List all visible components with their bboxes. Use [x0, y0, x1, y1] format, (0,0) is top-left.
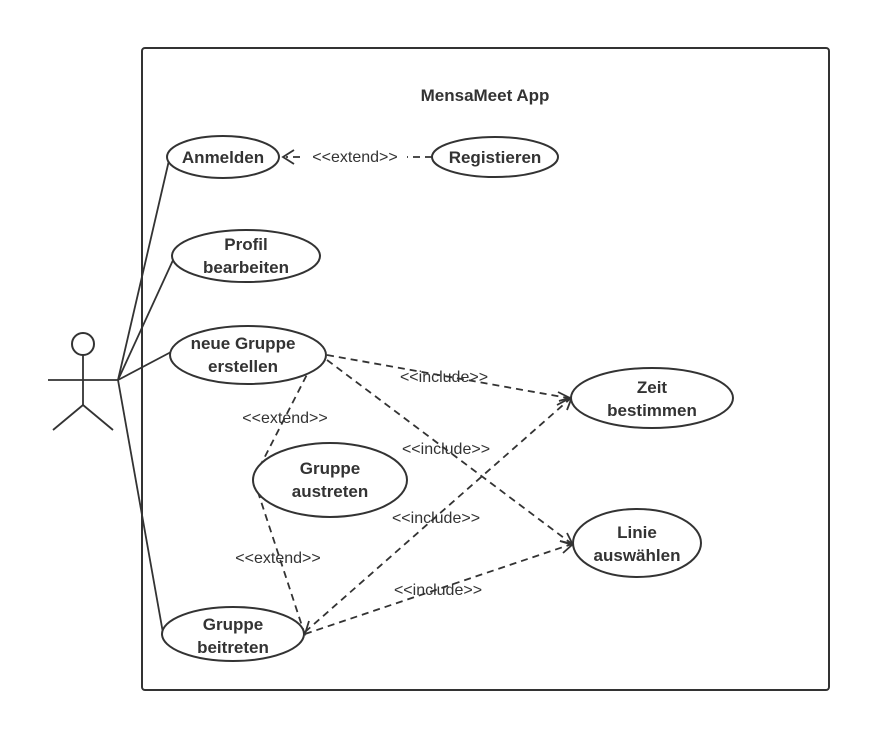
use-case-label-line2: erstellen [208, 357, 278, 376]
use-case-profil-bearbeiten: Profil bearbeiten [171, 229, 321, 283]
use-case-label-line1: Profil [224, 235, 267, 254]
use-case-label-line2: austreten [292, 482, 369, 501]
include-neue-zeit-line [326, 354, 569, 399]
associations [117, 155, 175, 634]
extend-austreten-neue-label: <<extend>> [242, 410, 327, 427]
use-case-label-line1: neue Gruppe [191, 334, 296, 353]
use-case-gruppe-austreten: Gruppe austreten [252, 442, 408, 518]
actor-right-leg [82, 404, 114, 431]
actor [48, 332, 118, 431]
use-case-label-line1: Linie [617, 523, 657, 542]
use-case-registrieren: Registieren [431, 136, 559, 178]
association-gruppe-beitreten [117, 379, 164, 634]
use-case-label-line2: beitreten [197, 638, 269, 657]
include-neue-linie-line [326, 359, 573, 545]
use-case-label-line2: auswählen [594, 546, 681, 565]
system-title: MensaMeet App [421, 86, 550, 105]
include-neue-zeit-label: <<include>> [400, 369, 488, 386]
include-beitreten-zeit-label: <<include>> [392, 510, 480, 527]
use-case-label-line1: Gruppe [300, 459, 360, 478]
use-case-linie-auswaehlen: Linie auswählen [572, 508, 702, 578]
include-beitreten-linie-line [304, 543, 573, 635]
association-anmelden [117, 155, 171, 381]
use-case-label-line1: Zeit [637, 378, 668, 397]
extend-registrieren-arrowhead [281, 149, 295, 165]
use-case-label: Anmelden [182, 148, 264, 167]
actor-left-leg [52, 404, 84, 431]
use-case-label-line2: bearbeiten [203, 258, 289, 277]
association-neue-gruppe [117, 351, 172, 381]
extend-austreten-beitreten-line [253, 479, 305, 633]
association-profil [117, 257, 175, 381]
dependencies: <<extend>> [253, 148, 575, 636]
use-case-label-line2: bestimmen [607, 401, 697, 420]
use-case-anmelden: Anmelden [166, 135, 280, 179]
relation-labels: <<include>> <<extend>> <<include>> <<inc… [235, 369, 490, 599]
extend-registrieren-label: <<extend>> [312, 149, 397, 166]
use-case-label-line1: Gruppe [203, 615, 263, 634]
include-beitreten-linie-label: <<include>> [394, 582, 482, 599]
use-case-gruppe-beitreten: Gruppe beitreten [161, 606, 305, 662]
extend-austreten-beitreten-label: <<extend>> [235, 550, 320, 567]
actor-head [71, 332, 95, 356]
include-neue-linie-label: <<include>> [402, 441, 490, 458]
label-bg [303, 148, 407, 166]
use-case-label: Registieren [449, 148, 542, 167]
use-case-zeit-bestimmen: Zeit bestimmen [570, 367, 734, 429]
use-case-neue-gruppe-erstellen: neue Gruppe erstellen [169, 325, 327, 385]
